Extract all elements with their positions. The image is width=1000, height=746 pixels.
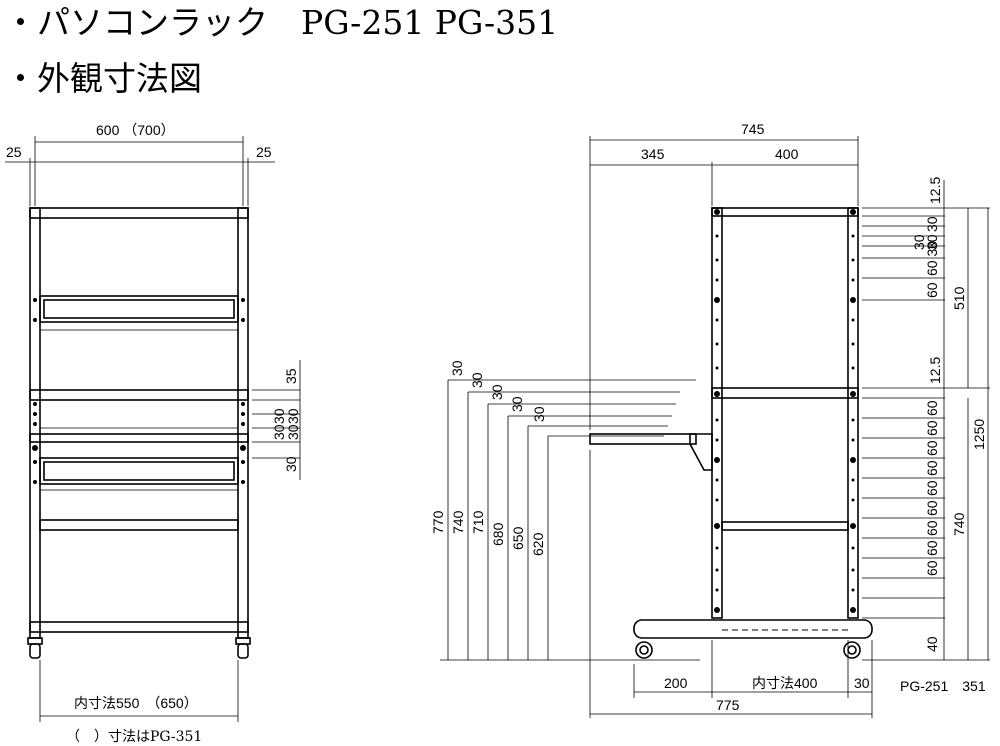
- side-r-60-2-label: 60: [924, 560, 940, 576]
- front-side-30b-label: 30: [285, 408, 301, 424]
- side-r-60-c: 60: [924, 440, 940, 456]
- side-r-12-5-top-label: 12.5: [927, 177, 943, 204]
- side-r-30-1-label: 30: [911, 234, 927, 250]
- side-r-60-e: 60: [924, 480, 940, 496]
- side-height-710: 710: [470, 510, 486, 534]
- front-desk-bar: [29, 389, 249, 401]
- side-height-770: 770: [430, 510, 446, 534]
- side-caster-right: [843, 641, 861, 659]
- front-lower-shelf: [39, 457, 239, 485]
- side-bottom-775-label: 775: [716, 697, 740, 713]
- side-r-40-label: 40: [924, 636, 940, 652]
- side-r-510-label: 510: [951, 286, 967, 310]
- side-bottom-30-label: 30: [854, 675, 870, 691]
- front-right-offset-label: 25: [256, 144, 272, 160]
- front-side-30d-label: 30: [285, 424, 301, 440]
- side-holes: [714, 209, 856, 613]
- side-r-60-a: 60: [924, 400, 940, 416]
- side-model-label: PG-251 351: [900, 678, 986, 694]
- side-r-1250-label: 1250: [971, 419, 987, 450]
- side-rear-post: [847, 207, 859, 619]
- side-keyboard-tray: [589, 433, 697, 445]
- front-top-bar: [29, 207, 249, 219]
- side-height-650: 650: [510, 526, 526, 550]
- side-r-60-30-label: 60 30: [924, 241, 940, 276]
- side-r-740-label: 740: [951, 512, 967, 536]
- side-right-ticks: [862, 180, 990, 661]
- title-heading: ・パソコンラック PG-251 PG-351: [4, 3, 559, 42]
- side-r-60-1-label: 60: [924, 282, 940, 298]
- front-inner-width-label: 内寸法550 （650）: [74, 695, 198, 711]
- subtitle-heading: ・外観寸法図: [4, 59, 202, 98]
- side-r-60-h: 60: [924, 540, 940, 556]
- side-r-60-d: 60: [924, 460, 940, 476]
- front-view: 600 （700） 25 25 内寸法550 （650） 35 30 30 30…: [5, 122, 301, 722]
- side-left-height-lines: [440, 379, 700, 661]
- side-height-620: 620: [530, 532, 546, 556]
- side-top-left-label: 345: [641, 146, 665, 162]
- side-front-post: [711, 207, 723, 619]
- front-holes: [32, 298, 246, 484]
- side-bottom-200-label: 200: [664, 675, 688, 691]
- side-view: 745 345 400: [430, 121, 990, 718]
- front-caster-right: [235, 637, 251, 659]
- side-bottom-inner-label: 内寸法400: [752, 675, 818, 691]
- side-height-740: 740: [450, 510, 466, 534]
- footnote: （ ）寸法はPG-351: [66, 729, 202, 745]
- side-r-60-f: 60: [924, 500, 940, 516]
- side-r-30-2-label: 30: [924, 216, 940, 232]
- side-left-30-a: 30: [449, 360, 465, 376]
- side-left-30-e: 30: [531, 406, 547, 422]
- side-r-30-3-label: 30: [924, 234, 940, 250]
- front-side-30a-label: 30: [271, 408, 287, 424]
- side-left-30-c: 30: [489, 384, 505, 400]
- front-upper-shelf: [39, 295, 239, 323]
- side-height-680: 680: [490, 522, 506, 546]
- front-caster-left: [27, 637, 43, 659]
- front-side-35-label: 35: [283, 368, 299, 384]
- side-desk-top: [711, 387, 859, 399]
- side-r-60-g: 60: [924, 520, 940, 536]
- side-left-30-d: 30: [509, 396, 525, 412]
- side-base: [633, 619, 873, 639]
- side-lower-shelf: [721, 521, 849, 531]
- front-base-bar: [29, 621, 249, 633]
- side-left-30-b: 30: [469, 372, 485, 388]
- side-r-60-b: 60: [924, 420, 940, 436]
- front-side-30c-label: 30: [271, 424, 287, 440]
- side-caster-left: [635, 641, 653, 659]
- front-bottom-shelf: [39, 519, 239, 531]
- side-r-12-5-mid-label: 12.5: [927, 357, 943, 384]
- front-side-30e-label: 30: [283, 456, 299, 472]
- side-top-right-label: 400: [775, 146, 799, 162]
- front-left-offset-label: 25: [6, 144, 22, 160]
- side-total-depth-label: 745: [741, 121, 765, 137]
- front-top-width-label: 600 （700）: [96, 122, 175, 138]
